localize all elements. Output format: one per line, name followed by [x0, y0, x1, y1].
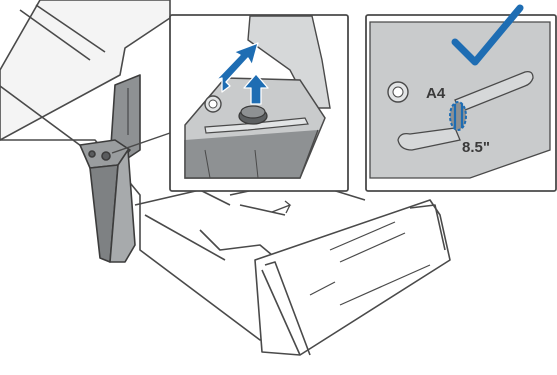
side-guide-bracket[interactable] — [80, 75, 170, 262]
tray-drawer-front[interactable] — [255, 200, 450, 355]
label-a4: A4 — [426, 85, 446, 102]
callout-panel-verify — [366, 15, 556, 191]
hand-icon — [272, 201, 290, 213]
label-letter-width: 8.5" — [462, 139, 490, 156]
